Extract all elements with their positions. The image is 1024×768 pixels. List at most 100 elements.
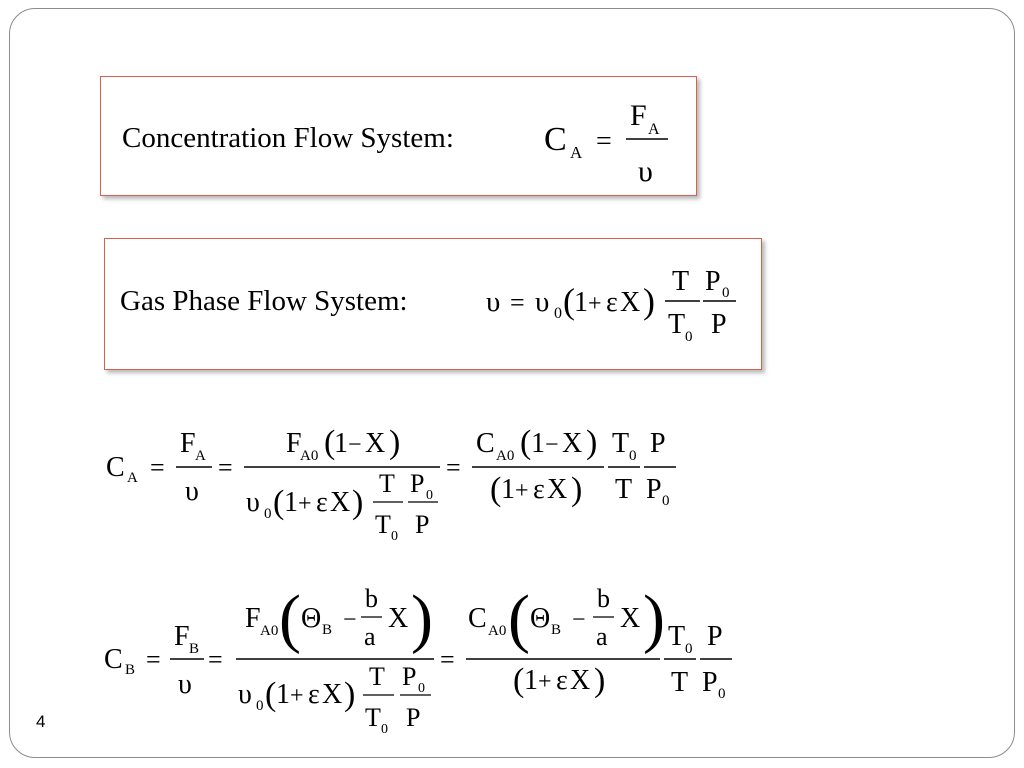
equation-symbol: Θ xyxy=(301,603,321,634)
equation-symbol: 1 xyxy=(276,679,290,710)
equation-symbol: T xyxy=(671,667,688,698)
equation-symbol: ) xyxy=(344,676,355,713)
equation-symbol: 0 xyxy=(418,681,425,696)
equation-symbol: 1 xyxy=(524,665,538,696)
equation-symbol: υ xyxy=(178,669,192,700)
equation-symbol: ( xyxy=(324,424,335,461)
equation-symbol: 1 xyxy=(501,474,515,505)
equation-symbol: A xyxy=(570,143,583,162)
equation-symbol: T xyxy=(615,474,632,505)
equation-symbol: T xyxy=(612,428,629,459)
equation-symbol: υ xyxy=(238,679,252,710)
equation-symbol: P xyxy=(410,469,424,498)
equation-symbol: + xyxy=(298,491,312,517)
equation-symbol: C xyxy=(476,428,495,459)
gas-phase-flow-label: Gas Phase Flow System: xyxy=(120,285,408,317)
equation-symbol: X xyxy=(547,474,567,505)
equation-symbol: F xyxy=(174,621,190,652)
equation-symbol: = xyxy=(218,453,233,482)
equation-symbol: X xyxy=(365,428,385,459)
equation-symbol: A xyxy=(648,121,660,138)
equation-symbol: Θ xyxy=(530,603,550,634)
equation-symbol: F xyxy=(286,428,302,459)
equation-symbol: ( xyxy=(279,582,301,655)
equation-symbol: B xyxy=(125,662,135,678)
equation-symbol: P xyxy=(707,621,723,652)
equation-symbol: F xyxy=(630,99,647,132)
equation-symbol: 0 xyxy=(426,488,433,503)
equation-symbol: + xyxy=(290,683,304,709)
equation-symbol: b xyxy=(365,584,378,613)
equation-symbol: P xyxy=(402,662,416,691)
equation-symbol: ) xyxy=(643,582,665,655)
equation-symbol: P xyxy=(711,309,727,340)
equation-symbol: 0 xyxy=(662,493,670,509)
equation-symbol: T xyxy=(668,309,685,340)
equation-symbol: A xyxy=(127,470,138,486)
equation-symbol: = xyxy=(446,453,461,482)
gas-phase-flow-box xyxy=(104,238,762,370)
equation-symbol: B xyxy=(551,622,561,638)
concentration-flow-box xyxy=(100,76,697,196)
equation-symbol: 0 xyxy=(685,641,693,657)
equation-symbol: P xyxy=(702,667,718,698)
equation-symbol: ) xyxy=(594,662,605,699)
equation-symbol: T xyxy=(375,510,391,539)
equation-symbol: υ xyxy=(246,487,260,518)
equation-symbol: ε xyxy=(533,474,545,505)
equation-symbol: = xyxy=(208,645,223,674)
ca-derivation-equation: C A = F A υ = F A0 ( 1 − X ) υ 0 ( 1 + ε… xyxy=(106,424,676,544)
equation-symbol: = xyxy=(440,645,455,674)
equation-symbol: T xyxy=(668,621,685,652)
equation-symbol: 0 xyxy=(718,686,726,702)
equation-symbol: υ xyxy=(486,286,500,318)
equation-symbol: C xyxy=(106,452,125,483)
equation-symbol: 0 xyxy=(264,506,272,522)
equation-symbol: C xyxy=(104,644,123,675)
equation-symbol: 1 xyxy=(284,487,298,518)
equation-symbol: F xyxy=(245,603,261,634)
equation-symbol: T xyxy=(369,662,385,691)
equation-symbol: A xyxy=(195,448,206,464)
equation-symbol: A0 xyxy=(488,623,506,639)
equation-symbol: ) xyxy=(411,582,433,655)
equation-symbol: υ xyxy=(638,155,653,188)
equation-symbol: a xyxy=(364,622,376,651)
equation-symbol: T xyxy=(379,469,395,498)
equation-symbol: − xyxy=(343,607,357,633)
equation-symbol: ( xyxy=(563,281,575,321)
equation-symbol: ( xyxy=(273,484,284,521)
equation-symbol: A0 xyxy=(300,448,318,464)
equation-symbol: ε xyxy=(316,487,328,518)
equation-symbol: = xyxy=(510,288,525,317)
equation-symbol: + xyxy=(588,291,602,317)
equation-symbol: υ xyxy=(185,476,199,507)
equation-symbol: B xyxy=(322,622,332,638)
equation-symbol: ) xyxy=(571,471,582,508)
equation-symbol: 0 xyxy=(722,285,730,301)
equation-symbol: 0 xyxy=(256,698,264,714)
cb-derivation-equation: C B = F B υ = F A0 ( Θ B − b a X ) υ 0 (… xyxy=(104,582,732,737)
equation-symbol: C xyxy=(468,603,487,634)
equation-symbol: ε xyxy=(308,679,320,710)
equation-symbol: ) xyxy=(389,424,400,461)
concentration-equation: C A = F A υ xyxy=(544,99,668,188)
equation-symbol: ( xyxy=(513,662,524,699)
equation-symbol: T xyxy=(672,266,689,297)
equation-symbol: 0 xyxy=(685,329,693,345)
equation-symbol: A0 xyxy=(260,623,278,639)
equation-symbol: ) xyxy=(586,424,597,461)
equation-symbol: ( xyxy=(520,424,531,461)
equation-symbol: F xyxy=(180,428,196,459)
equation-symbol: + xyxy=(515,478,529,504)
page-number: 4 xyxy=(36,712,46,731)
equation-symbol: P xyxy=(415,510,429,539)
equation-symbol: = xyxy=(596,126,612,157)
equation-symbol: ε xyxy=(606,287,618,318)
equation-symbol: P xyxy=(705,266,721,297)
equation-symbol: 0 xyxy=(554,305,562,322)
equation-symbol: = xyxy=(146,645,161,674)
equation-symbol: X xyxy=(322,679,342,710)
equation-symbol: 0 xyxy=(381,722,388,737)
